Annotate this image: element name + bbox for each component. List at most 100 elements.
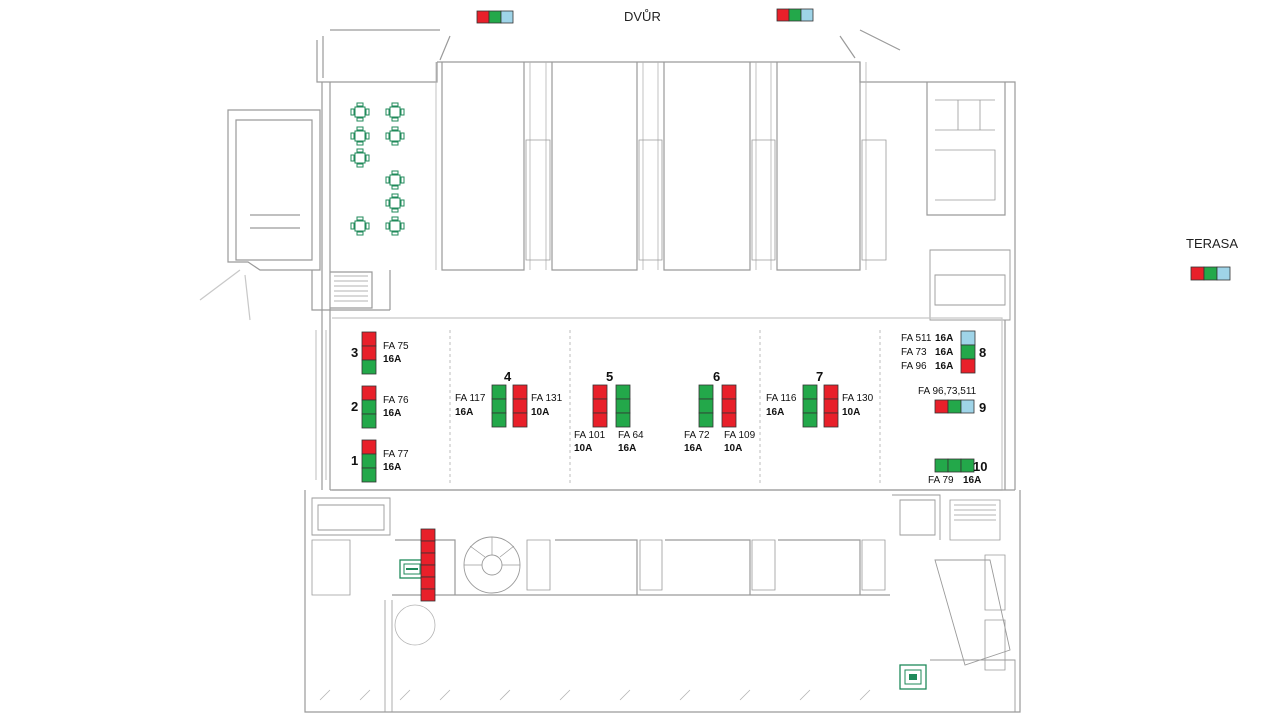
socket xyxy=(960,399,975,414)
socket xyxy=(802,412,818,428)
socket xyxy=(420,564,436,578)
socket-row-10 xyxy=(934,458,975,473)
amp-label: 10A xyxy=(574,443,592,454)
socket xyxy=(420,576,436,590)
socket xyxy=(491,398,507,414)
table-icon xyxy=(385,126,405,146)
fa-label: FA 75 xyxy=(383,341,409,352)
amp-label: 16A xyxy=(684,443,702,454)
fa-label: FA 72 xyxy=(684,430,710,441)
socket-stack-1 xyxy=(361,439,377,483)
courtyard-socket-row-right xyxy=(776,8,814,22)
station-number: 3 xyxy=(351,345,358,360)
socket xyxy=(698,384,714,400)
station-number: 5 xyxy=(606,369,613,384)
socket xyxy=(823,412,839,428)
socket xyxy=(960,330,976,346)
socket xyxy=(960,358,976,374)
fa-label: FA 511 xyxy=(901,333,932,344)
socket xyxy=(934,458,949,473)
amp-label: 16A xyxy=(383,462,401,473)
cafe-tables xyxy=(350,102,405,236)
socket xyxy=(934,399,949,414)
socket-stack-5-right xyxy=(615,384,631,428)
courtyard-socket-row-left xyxy=(476,10,514,24)
amp-label: 16A xyxy=(383,354,401,365)
table-icon xyxy=(385,193,405,213)
socket-row-9 xyxy=(934,399,975,414)
table-icon xyxy=(350,126,370,146)
socket xyxy=(721,412,737,428)
socket xyxy=(420,528,436,542)
socket xyxy=(800,8,814,22)
fa-label: FA 64 xyxy=(618,430,644,441)
socket xyxy=(361,439,377,455)
amp-label: 10A xyxy=(724,443,742,454)
socket xyxy=(488,10,502,24)
socket xyxy=(788,8,802,22)
fa-label: FA 101 xyxy=(574,430,606,441)
socket-stack-4-left xyxy=(491,384,507,428)
amp-label: 16A xyxy=(766,407,784,418)
fa-label: FA 96 xyxy=(901,361,927,372)
fa-label: FA 130 xyxy=(842,393,874,404)
socket xyxy=(615,412,631,428)
socket xyxy=(776,8,790,22)
socket xyxy=(420,588,436,602)
amp-label: 10A xyxy=(842,407,860,418)
socket-stack-6-left xyxy=(698,384,714,428)
socket xyxy=(512,384,528,400)
fa-label: FA 73 xyxy=(901,347,927,358)
socket-stack-2 xyxy=(361,385,377,429)
socket xyxy=(698,412,714,428)
socket-stack-7-right xyxy=(823,384,839,428)
socket xyxy=(420,552,436,566)
socket xyxy=(361,453,377,469)
socket-stack-5-left xyxy=(592,384,608,428)
station-number: 9 xyxy=(979,400,986,415)
socket xyxy=(592,398,608,414)
socket xyxy=(721,398,737,414)
amp-label: 10A xyxy=(531,407,549,418)
socket xyxy=(823,384,839,400)
amp-label: 16A xyxy=(935,347,953,358)
socket xyxy=(960,458,975,473)
socket xyxy=(1203,266,1218,281)
socket xyxy=(512,412,528,428)
socket xyxy=(615,398,631,414)
socket xyxy=(491,384,507,400)
power-sockets xyxy=(361,8,1231,483)
table-icon xyxy=(350,148,370,168)
fa-label: FA 96,73,511 xyxy=(918,386,977,397)
socket xyxy=(592,412,608,428)
fa-label: FA 131 xyxy=(531,393,563,404)
station-number: 4 xyxy=(504,369,512,384)
amp-label: 16A xyxy=(618,443,636,454)
socket xyxy=(1216,266,1231,281)
socket xyxy=(500,10,514,24)
socket xyxy=(361,399,377,415)
table-icon xyxy=(385,170,405,190)
amp-label: 16A xyxy=(383,408,401,419)
fa-label: FA 117 xyxy=(455,393,486,404)
socket xyxy=(960,344,976,360)
table-icon xyxy=(385,216,405,236)
table-icon xyxy=(350,102,370,122)
socket xyxy=(802,398,818,414)
socket xyxy=(512,398,528,414)
socket-stack-7-left xyxy=(802,384,818,428)
building-walls xyxy=(199,29,1021,713)
socket xyxy=(361,413,377,429)
socket-stack-8 xyxy=(960,330,976,374)
fa-label: FA 79 xyxy=(928,475,954,486)
station-number: 1 xyxy=(351,453,358,468)
station-number: 6 xyxy=(713,369,720,384)
socket xyxy=(361,359,377,375)
socket-stack-4-right xyxy=(512,384,528,428)
amp-label: 16A xyxy=(935,333,953,344)
station-number: 2 xyxy=(351,399,358,414)
socket xyxy=(947,458,962,473)
socket-stack-3 xyxy=(361,331,377,375)
